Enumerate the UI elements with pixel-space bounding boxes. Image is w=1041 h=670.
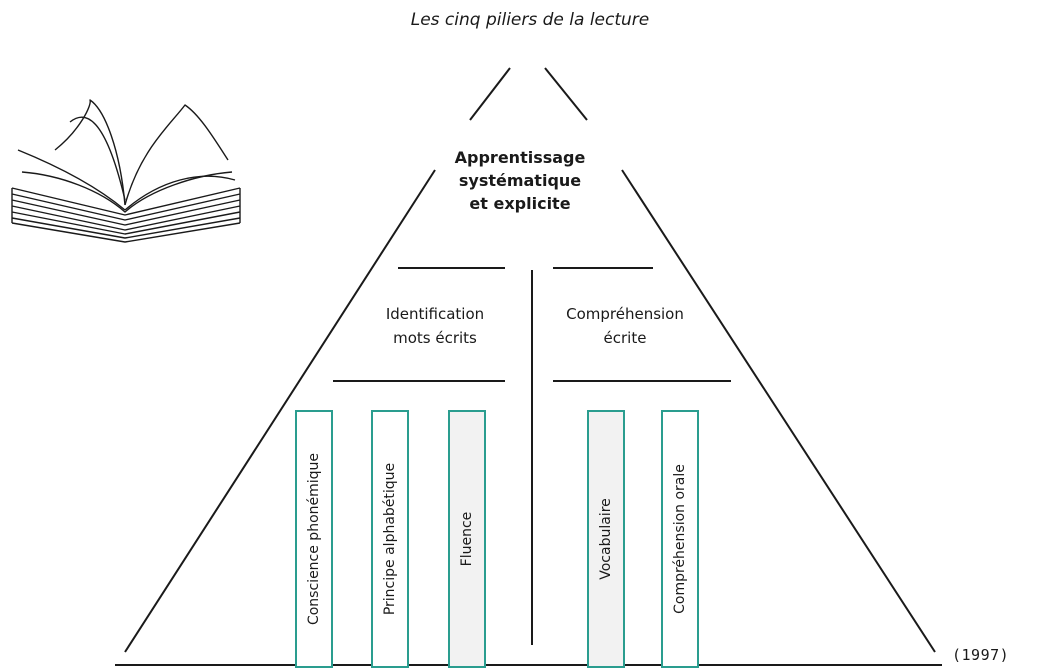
pyramid-left-edge-top <box>469 67 511 121</box>
branch-label-line-2: écrite <box>603 329 647 347</box>
pyramid-right-edge-top <box>544 67 588 121</box>
branch-label-line-1: Identification <box>385 305 485 323</box>
apex-line-1: Apprentissage <box>454 148 586 167</box>
branch-label-line-2: mots écrits <box>393 329 477 347</box>
branch-label-comprehension: Compréhension écrite <box>535 302 715 350</box>
apex-label: Apprentissage systématique et explicite <box>420 146 620 215</box>
pillar-conscience-phonemique: Conscience phonémique <box>295 410 333 668</box>
apex-line-2: systématique <box>458 171 582 190</box>
pillar-label: Compréhension orale <box>672 464 688 614</box>
branch-label-line-1: Compréhension <box>566 305 684 323</box>
apex-line-3: et explicite <box>469 194 571 213</box>
pyramid-right-edge <box>621 169 936 653</box>
citation-year: (1997) <box>952 646 1010 664</box>
pillar-comprehension-orale: Compréhension orale <box>661 410 699 668</box>
branch-label-identification: Identification mots écrits <box>350 302 520 350</box>
pyramid-left-edge <box>124 169 436 653</box>
pillar-label: Principe alphabétique <box>382 462 398 616</box>
pillar-principe-alphabetique: Principe alphabétique <box>371 410 409 668</box>
open-book-icon <box>11 99 241 243</box>
diagram-title: Les cinq piliers de la lecture <box>410 10 650 30</box>
pillar-label: Vocabulaire <box>598 498 614 580</box>
pillar-label: Fluence <box>459 511 475 567</box>
pillar-label: Conscience phonémique <box>306 452 322 626</box>
pillar-fluence: Fluence <box>448 410 486 668</box>
pillar-vocabulaire: Vocabulaire <box>587 410 625 668</box>
